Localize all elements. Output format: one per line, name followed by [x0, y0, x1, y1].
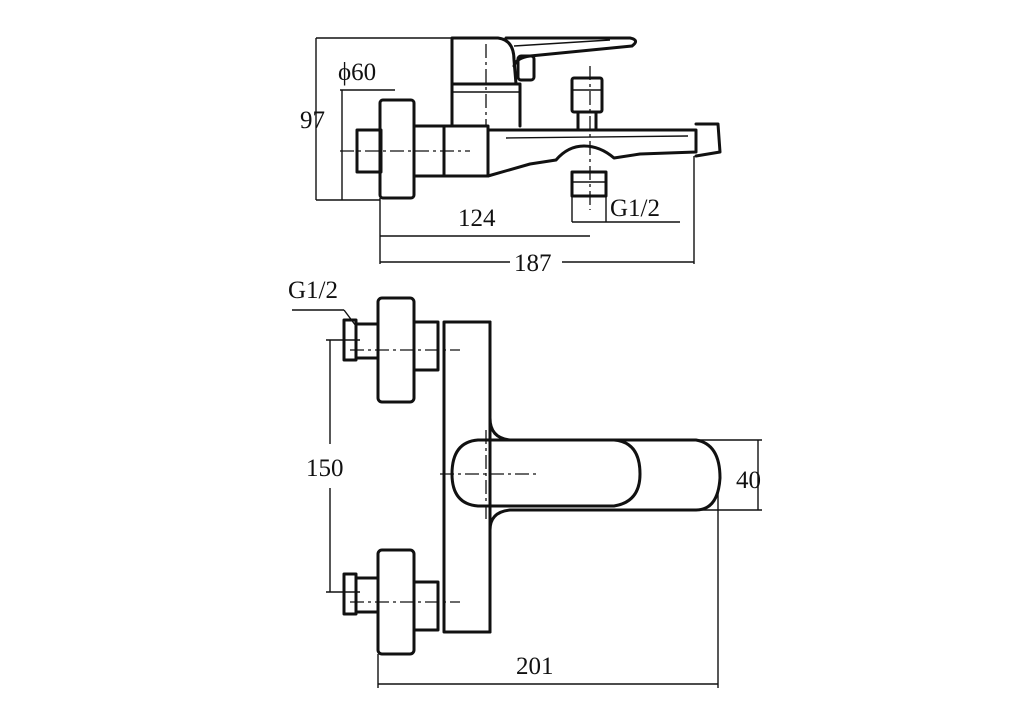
diverter-knob: [570, 76, 604, 114]
dim-shower-thread: G1/2: [610, 195, 660, 222]
plan-view-dimensions: G1/2 150 40 201: [288, 277, 762, 688]
dim-inlet-spacing: 150: [306, 455, 344, 482]
dim-overall-length-bottom: 201: [516, 653, 554, 680]
dim-flange-diameter: ϕ60: [338, 59, 376, 86]
dim-inlet-thread: G1/2: [288, 277, 338, 304]
wall-flange: [378, 98, 416, 200]
side-view: [340, 36, 722, 210]
dim-overall-length-top: 187: [514, 250, 552, 277]
dim-inlet-to-outlet: 124: [458, 205, 496, 232]
dim-height: 97: [300, 107, 325, 134]
cartridge-column: [450, 82, 522, 128]
body-bar: [442, 320, 492, 634]
spout: [486, 128, 698, 178]
dim-spout-width: 40: [736, 467, 761, 494]
shower-outlet: [570, 170, 608, 198]
lever-oval: [450, 438, 642, 508]
side-view-dimensions: 97 ϕ60 124 G1/2 187: [300, 37, 695, 277]
inlet-stub: [355, 128, 383, 174]
spout-tip: [694, 122, 722, 158]
plan-view: [342, 296, 722, 656]
spout-plan: [488, 320, 722, 634]
lever-base: [450, 36, 518, 86]
